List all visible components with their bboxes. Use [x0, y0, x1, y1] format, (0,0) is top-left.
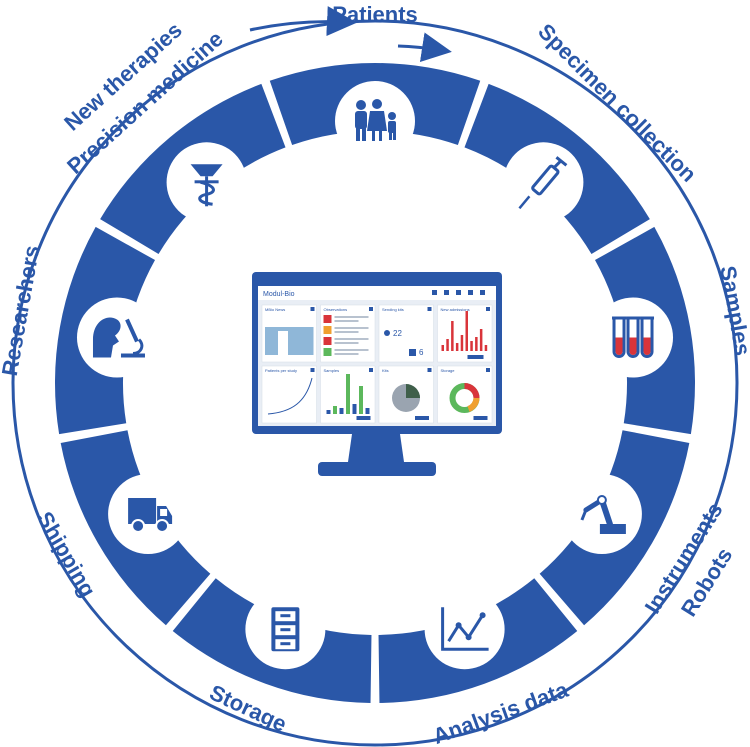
widget-1: Observations: [320, 304, 376, 363]
stage-bump-instruments: [561, 474, 642, 554]
stage-bump-analysis: [424, 589, 505, 670]
flow-arrow-2: [397, 32, 452, 63]
stage-bump-specimen: [503, 142, 584, 223]
widget-title: New admissions: [441, 307, 470, 312]
widget-title: Patients per study: [265, 368, 297, 373]
widget-2: Sending kits 22 6: [378, 304, 434, 363]
test-tubes-icon: [612, 316, 655, 358]
app-header: [258, 286, 496, 300]
monitor: Modul-Bio MBio News Observations Sending k…: [252, 272, 502, 476]
stage-icons: [76, 81, 674, 670]
line-chart-icon: [441, 607, 489, 651]
outer-ring: [11, 19, 739, 747]
widget-grid: MBio News Observations Sending kits 22 6 New …: [261, 304, 493, 424]
app-title: Modul-Bio: [263, 291, 295, 298]
syringe-icon: [518, 156, 568, 210]
widget-title: MBio News: [265, 307, 285, 312]
widget-6: Kits: [378, 365, 434, 424]
truck-icon: [128, 498, 173, 533]
stage-label-researchers: Researchers: [0, 243, 44, 377]
stage-label-patients: Patients: [332, 2, 418, 27]
header-tool-icons: [432, 290, 485, 295]
caduceus-icon: [190, 164, 223, 207]
widget-title: Observations: [324, 307, 348, 312]
widget-title: Samples: [324, 368, 340, 373]
widget-title: Sending kits: [382, 307, 404, 312]
storage-cabinet-icon: [271, 607, 300, 652]
widget-5: Samples: [320, 365, 376, 424]
widget-3: New admissions: [437, 304, 493, 363]
widget-4: Patients per study: [261, 365, 317, 424]
app-navbar: [258, 278, 496, 286]
widget-title: Kits: [382, 368, 389, 373]
monitor-base: [318, 462, 436, 476]
widget-7: Storage: [437, 365, 493, 424]
robot-arm-icon: [580, 495, 626, 534]
widget-0: MBio News: [261, 304, 317, 363]
widget-title: Storage: [441, 368, 456, 373]
stage-bump-researchers: [76, 297, 157, 378]
stage-label-samples: Samples: [715, 264, 750, 357]
monitor-neck: [348, 434, 404, 462]
flow-arrow: [249, 6, 357, 37]
kit-count-2: 6: [419, 348, 424, 357]
researcher-microscope-icon: [92, 317, 145, 358]
kit-count: 22: [393, 329, 402, 338]
family-icon: [355, 99, 396, 141]
